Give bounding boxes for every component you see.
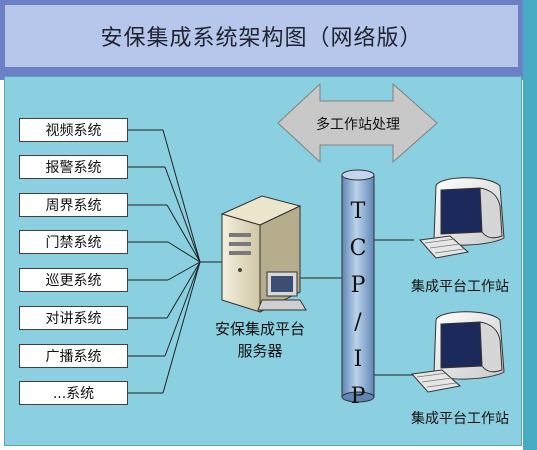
subsystem-video: 视频系统 xyxy=(19,118,128,142)
multi-workstation-arrow xyxy=(277,82,438,164)
tcp-ip-char: P xyxy=(350,384,366,409)
subsystem-access-control: 门禁系统 xyxy=(19,230,128,254)
server-label-line1: 安保集成平台 xyxy=(214,320,305,338)
subsystem-intercom: 对讲系统 xyxy=(19,306,128,330)
tcp-ip-char: T xyxy=(350,199,366,224)
subsystem-perimeter: 周界系统 xyxy=(19,193,128,217)
tcp-ip-char: P xyxy=(350,273,366,298)
workstation-label: 集成平台工作站 xyxy=(411,279,509,295)
tcp-ip-char: / xyxy=(354,310,362,335)
workstation-icon xyxy=(419,177,505,259)
system-connectors xyxy=(128,129,414,394)
title-band: 安保集成系统架构图（网络版） xyxy=(4,4,519,68)
arrow-label: 多工作站处理 xyxy=(316,117,400,133)
diagram-title: 安保集成系统架构图（网络版） xyxy=(100,26,423,51)
right-bevel xyxy=(523,0,537,450)
subsystem-patrol: 巡更系统 xyxy=(19,268,128,292)
tcp-ip-pipe xyxy=(341,169,375,403)
tcp-ip-char: I xyxy=(353,347,363,372)
workstation-icon xyxy=(411,311,505,393)
server-icon xyxy=(220,195,307,313)
tcp-ip-label: T C P / I P xyxy=(343,193,373,415)
subsystem-broadcast: 广播系统 xyxy=(19,344,128,368)
server-label-line2: 服务器 xyxy=(237,342,283,360)
workstation-label: 集成平台工作站 xyxy=(411,411,509,427)
subsystem-alarm: 报警系统 xyxy=(19,155,128,179)
tcp-ip-char: C xyxy=(349,236,367,261)
subsystem-other: ...系统 xyxy=(19,381,128,405)
